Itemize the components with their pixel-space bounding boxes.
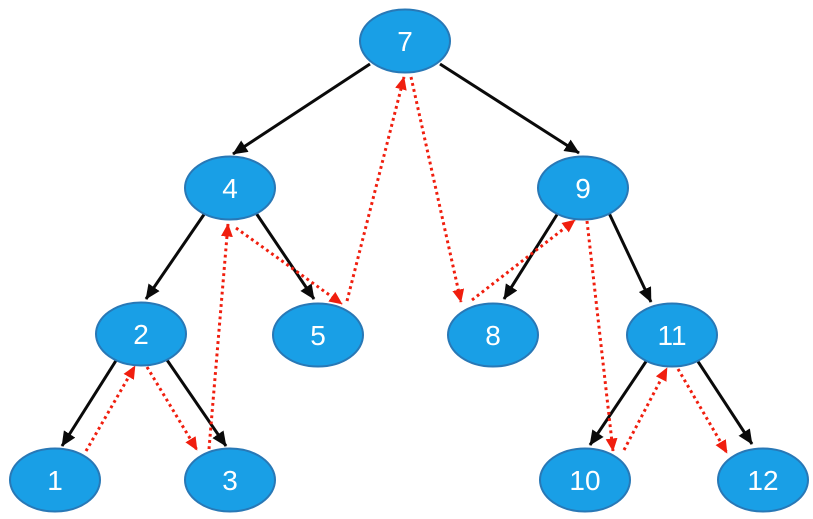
tree-node-8: 8 <box>447 302 539 368</box>
tree-edge-4-5 <box>254 212 316 300</box>
tree-edge-11-10 <box>588 359 649 446</box>
tree-node-10: 10 <box>539 447 631 513</box>
traversal-edges-layer <box>84 76 729 454</box>
node-label-11: 11 <box>657 320 686 351</box>
node-ellipse-7 <box>359 8 451 74</box>
node-label-10: 10 <box>569 465 600 496</box>
node-ellipse-3 <box>184 447 276 513</box>
traversal-edge-2-3 <box>145 366 199 451</box>
node-ellipse-4 <box>184 155 276 221</box>
node-ellipse-9 <box>537 155 629 221</box>
node-ellipse-12 <box>717 447 809 513</box>
tree-node-11: 11 <box>626 302 718 368</box>
traversal-edge-8-9 <box>471 218 576 302</box>
tree-node-9: 9 <box>537 155 629 221</box>
node-label-12: 12 <box>747 465 778 496</box>
tree-node-4: 4 <box>184 155 276 221</box>
traversal-edge-7-8 <box>409 76 465 303</box>
node-label-8: 8 <box>485 320 501 351</box>
traversal-edge-9-10 <box>585 220 618 452</box>
tree-node-5: 5 <box>272 302 364 368</box>
tree-node-3: 3 <box>184 447 276 513</box>
tree-edge-7-4 <box>232 62 371 156</box>
tree-edge-7-9 <box>439 62 580 155</box>
tree-edge-11-12 <box>695 359 754 445</box>
tree-edge-9-8 <box>502 212 560 300</box>
tree-node-12: 12 <box>717 447 809 513</box>
node-ellipse-2 <box>95 301 187 367</box>
tree-edge-2-3 <box>165 359 228 447</box>
node-label-4: 4 <box>222 173 238 204</box>
node-label-1: 1 <box>47 465 63 496</box>
traversal-edge-5-7 <box>345 76 407 302</box>
tree-edge-4-2 <box>144 212 207 300</box>
node-ellipse-8 <box>447 302 539 368</box>
node-label-9: 9 <box>575 173 591 204</box>
traversal-edge-3-4 <box>207 223 233 450</box>
tree-node-7: 7 <box>359 8 451 74</box>
traversal-edge-1-2 <box>84 365 137 452</box>
node-label-7: 7 <box>397 26 413 57</box>
node-ellipse-10 <box>539 447 631 513</box>
tree-node-2: 2 <box>95 301 187 367</box>
traversal-edge-11-12 <box>676 368 729 454</box>
node-ellipse-5 <box>272 302 364 368</box>
traversal-edge-10-11 <box>622 367 669 451</box>
node-label-5: 5 <box>310 320 326 351</box>
node-label-2: 2 <box>133 319 149 350</box>
tree-node-1: 1 <box>9 447 101 513</box>
traversal-edge-4-5 <box>235 226 343 306</box>
node-ellipse-11 <box>626 302 718 368</box>
node-label-3: 3 <box>222 465 238 496</box>
tree-edge-2-1 <box>60 358 119 447</box>
tree-edges-layer <box>60 62 754 447</box>
tree-edge-9-11 <box>607 212 653 303</box>
node-ellipse-1 <box>9 447 101 513</box>
